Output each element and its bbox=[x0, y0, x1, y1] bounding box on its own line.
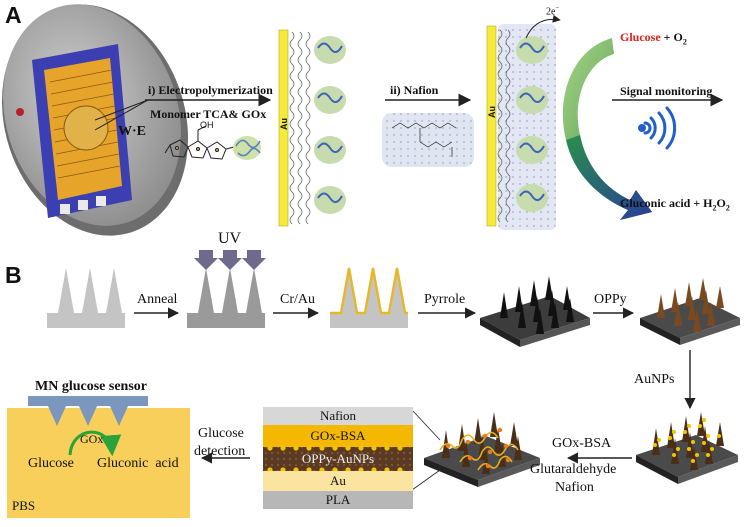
glutaraldehyde-label: Glutaraldehyde bbox=[530, 462, 617, 477]
panel-b-letter: B bbox=[5, 262, 22, 288]
gox-bsa-step-label: GOx-BSA bbox=[552, 436, 612, 451]
gox-label: GOx bbox=[80, 432, 104, 446]
nafion-step-label: Nafion bbox=[555, 480, 594, 495]
glucose-o2-label: Glucose + O2 bbox=[620, 30, 687, 47]
layer-nafion-label: Nafion bbox=[319, 408, 357, 423]
glucose-label-b: Glucose bbox=[28, 456, 74, 471]
pyrrole-coated-microneedle-array bbox=[480, 276, 590, 347]
tca-monomer-structure bbox=[164, 125, 235, 160]
working-electrode-label: W·E bbox=[118, 124, 147, 139]
electrode-2-illustration bbox=[486, 14, 561, 230]
layer-au-label: Au bbox=[330, 473, 346, 488]
gluconic-acid-label-b: Gluconic acid bbox=[97, 456, 179, 471]
reaction-curved-arrow bbox=[562, 38, 652, 220]
electrode-disk-illustration bbox=[1, 4, 189, 236]
electron-label: 2e− bbox=[546, 4, 560, 18]
aunp-decorated-microneedle-array bbox=[636, 412, 738, 484]
mn-glucose-sensor-label: MN glucose sensor bbox=[35, 379, 147, 394]
enzyme-functionalized-microneedle-array bbox=[424, 412, 540, 487]
nafion-structure-box bbox=[382, 113, 474, 167]
layer-gox-bsa-label: GOx-BSA bbox=[310, 428, 366, 443]
layer-pla-label: PLA bbox=[325, 492, 351, 507]
oppy-coated-microneedle-array bbox=[640, 278, 740, 345]
layer-oppy-aunps-label: OPPy-AuNPs bbox=[301, 451, 375, 466]
gluconic-h2o2-label: Gluconic acid + H2O2 bbox=[620, 196, 730, 213]
glucose-detection-label-2: detection bbox=[194, 444, 246, 459]
aunps-label: AuNPs bbox=[634, 372, 675, 387]
uv-annealed-substrate bbox=[187, 250, 266, 328]
au-label-1: Au bbox=[279, 118, 289, 130]
uv-label: UV bbox=[218, 230, 242, 247]
pyrrole-label: Pyrrole bbox=[424, 292, 466, 307]
step2-label: ii) Nafion bbox=[390, 83, 439, 97]
electrode-1-illustration bbox=[278, 29, 346, 227]
mn-sensor-in-pbs bbox=[7, 396, 190, 518]
signal-wave-icon bbox=[638, 106, 677, 150]
layer-stack bbox=[263, 407, 413, 509]
carboxyl-label: OH bbox=[200, 120, 214, 130]
panel-a-letter: A bbox=[5, 2, 22, 28]
cr-au-coated-substrate bbox=[330, 267, 408, 328]
cr-au-label: Cr/Au bbox=[280, 292, 315, 307]
signal-monitoring-label: Signal monitoring bbox=[620, 84, 713, 98]
bare-microneedle-substrate bbox=[47, 268, 125, 328]
oppy-label: OPPy bbox=[594, 292, 627, 307]
glucose-detection-label-1: Glucose bbox=[198, 426, 244, 441]
pbs-label: PBS bbox=[12, 498, 36, 513]
step1-label: i) Electropolymerization bbox=[148, 83, 273, 97]
anneal-label: Anneal bbox=[137, 292, 178, 307]
step1-sub-label: Monomer TCA& GOx bbox=[150, 107, 267, 121]
gox-protein-illustration bbox=[233, 136, 261, 160]
au-label-2: Au bbox=[487, 106, 497, 118]
